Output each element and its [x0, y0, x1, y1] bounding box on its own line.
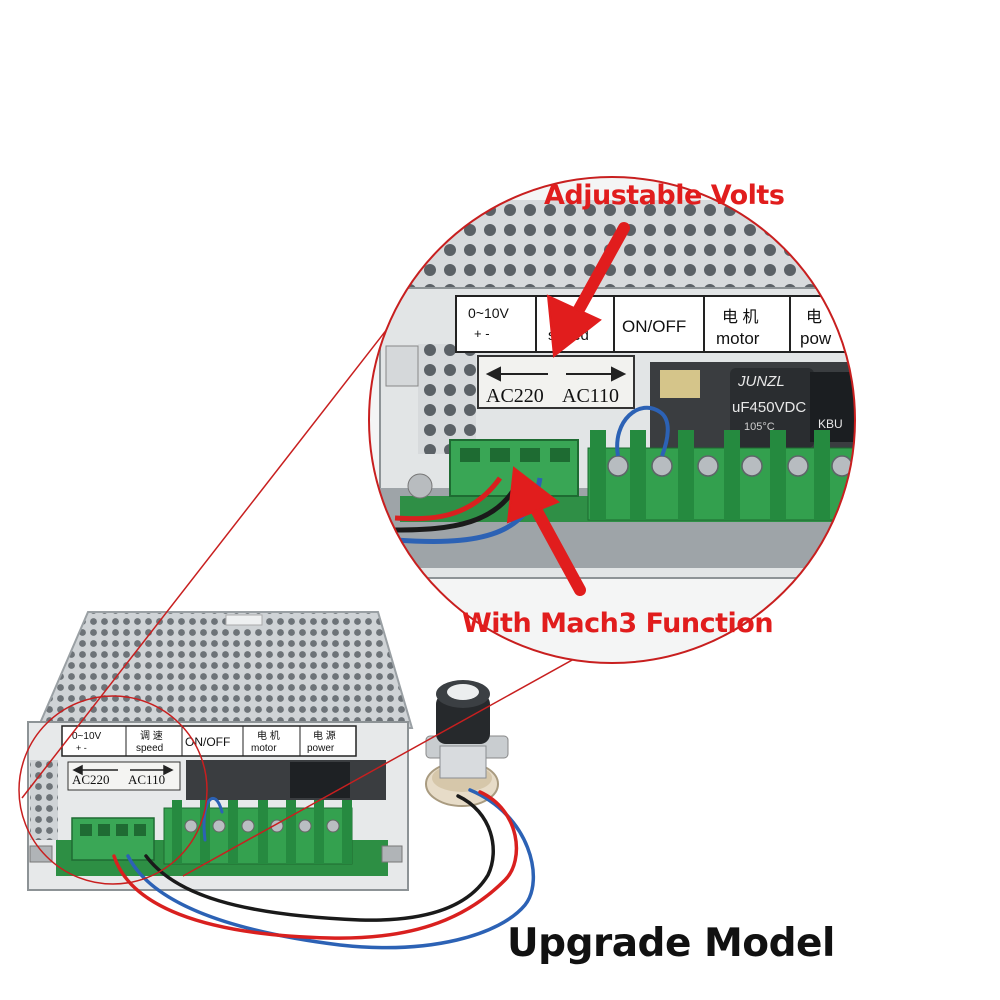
unit-label-on-off: ON/OFF — [185, 735, 230, 749]
knob-cap — [436, 694, 490, 744]
rectifier-label: KBU — [818, 417, 843, 431]
power-supply-unit — [27, 611, 414, 891]
capacitor-rating: uF450VDC — [732, 399, 806, 416]
blue-jumper-wire — [202, 797, 224, 842]
voltage-selector-label — [67, 761, 181, 791]
cover-sticker — [225, 614, 263, 626]
label-strip — [61, 725, 357, 757]
zoom-label-motor-cn: 电 机 — [722, 308, 758, 326]
unit-label-plus-minus: + - — [76, 743, 87, 753]
large-zoom-circle — [368, 176, 856, 664]
red-wire — [112, 790, 519, 940]
arrow-adjustable-volts — [566, 222, 630, 328]
potentiometer-knob — [425, 680, 509, 807]
capacitor-temp: 105°C — [744, 421, 775, 433]
unit-label-0-10v: 0~10V — [72, 731, 102, 742]
zoom-label-power-cn: 电 — [806, 308, 822, 326]
zoom-label-0-10v: 0~10V — [468, 305, 510, 321]
unit-label-motor: motor — [251, 743, 277, 754]
capacitor-brand: JUNZL — [737, 373, 785, 390]
unit-label-ac110: AC110 — [128, 772, 165, 787]
blue-wire — [126, 788, 535, 950]
side-vents — [30, 760, 58, 840]
callout-adjustable-volts: Adjustable Volts — [544, 180, 785, 211]
wiring — [112, 788, 535, 950]
zoom-label-motor: motor — [716, 329, 760, 348]
unit-label-speed-cn: 调 速 — [140, 730, 163, 742]
unit-label-ac220: AC220 — [72, 772, 110, 787]
caption-upgrade-model: Upgrade Model — [507, 921, 835, 966]
arrow-mach3 — [526, 496, 586, 596]
perforated-cover — [36, 611, 414, 729]
callout-mach3-function: With Mach3 Function — [462, 608, 774, 639]
small-zoom-circle — [18, 695, 208, 885]
zoom-label-plus-minus: + - — [474, 326, 490, 341]
capacitor-area — [186, 760, 386, 800]
unit-label-power: power — [307, 743, 335, 754]
barrier-terminal-strip — [163, 800, 353, 865]
zoom-label-power: pow — [800, 329, 832, 348]
unit-label-motor-cn: 电 机 — [257, 729, 280, 742]
unit-label-speed: speed — [136, 743, 163, 754]
zoom-label-on-off: ON/OFF — [622, 317, 686, 336]
black-wire — [144, 794, 495, 922]
unit-label-power-cn: 电 源 — [313, 729, 336, 742]
zoom-label-ac220: AC220 — [486, 385, 544, 407]
zoom-label-ac110: AC110 — [562, 385, 619, 407]
callout-arrows — [506, 222, 630, 596]
